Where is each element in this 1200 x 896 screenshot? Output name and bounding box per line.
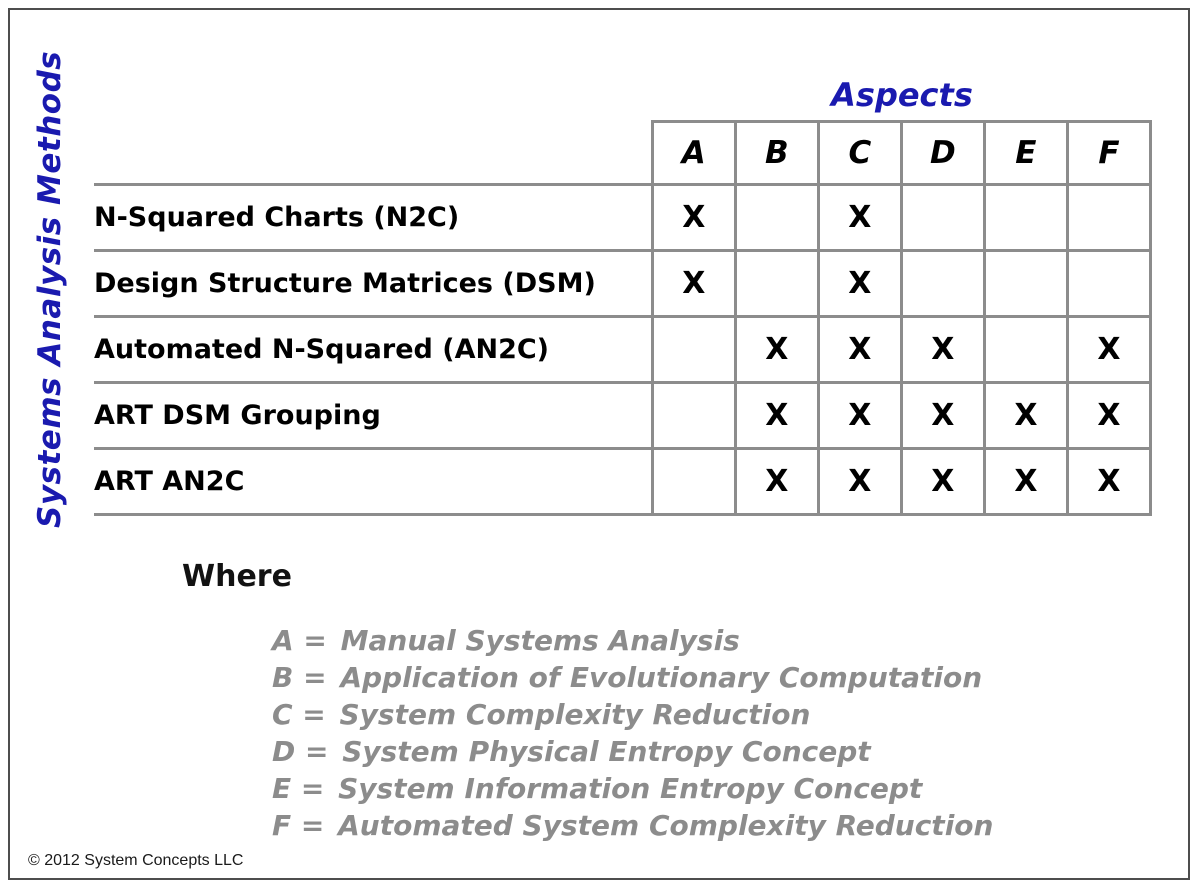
column-header-a: A (650, 120, 737, 186)
legend-item: D = System Physical Entropy Concept (272, 733, 1132, 770)
cell-mark (733, 183, 820, 252)
row-label: N-Squared Charts (N2C) (94, 183, 653, 252)
cell-mark (899, 183, 986, 252)
cell-mark (650, 315, 737, 384)
row-label: ART DSM Grouping (94, 381, 653, 450)
legend-text: Automated System Complexity Reduction (338, 809, 994, 842)
cell-mark: X (733, 381, 820, 450)
column-header-b: B (733, 120, 820, 186)
legend-list: A = Manual Systems Analysis B = Applicat… (272, 622, 1132, 844)
copyright-footer: © 2012 System Concepts LLC (28, 852, 244, 869)
where-heading: Where (182, 559, 292, 594)
cell-mark: X (899, 315, 986, 384)
column-header-c: C (816, 120, 903, 186)
cell-mark (1065, 249, 1153, 318)
table-row: ART AN2C X X X X X (94, 447, 1153, 516)
cell-mark: X (1065, 447, 1153, 516)
cell-mark (899, 249, 986, 318)
legend-text: Manual Systems Analysis (340, 624, 740, 657)
table-row: Automated N-Squared (AN2C) X X X X (94, 315, 1153, 384)
legend-text: System Information Entropy Concept (338, 772, 923, 805)
legend-key: F = (272, 809, 325, 842)
legend-item: E = System Information Entropy Concept (272, 770, 1132, 807)
cell-mark (982, 315, 1069, 384)
cell-mark (733, 249, 820, 318)
cell-mark: X (816, 249, 903, 318)
cell-mark: X (816, 447, 903, 516)
cell-mark: X (650, 249, 737, 318)
cell-mark: X (982, 447, 1069, 516)
cell-mark (982, 183, 1069, 252)
legend-key: A = (272, 624, 327, 657)
legend-item: A = Manual Systems Analysis (272, 622, 1132, 659)
cell-mark: X (982, 381, 1069, 450)
cell-mark: X (816, 381, 903, 450)
column-header-f: F (1065, 120, 1153, 186)
cell-mark: X (1065, 381, 1153, 450)
legend-text: Application of Evolutionary Computation (340, 661, 983, 694)
cell-mark: X (816, 183, 903, 252)
methods-aspects-matrix: A B C D E F N-Squared Charts (N2C) X X D… (94, 120, 1153, 516)
legend-text: System Complexity Reduction (339, 698, 811, 731)
table-row: Design Structure Matrices (DSM) X X (94, 249, 1153, 318)
cell-mark: X (650, 183, 737, 252)
legend-key: B = (272, 661, 327, 694)
legend-item: C = System Complexity Reduction (272, 696, 1132, 733)
row-label: Automated N-Squared (AN2C) (94, 315, 653, 384)
legend-item: B = Application of Evolutionary Computat… (272, 659, 1132, 696)
cell-mark (1065, 183, 1153, 252)
aspects-title: Aspects (831, 76, 973, 114)
legend-key: E = (272, 772, 325, 805)
cell-mark (982, 249, 1069, 318)
cell-mark: X (899, 381, 986, 450)
cell-mark: X (816, 315, 903, 384)
legend-item: F = Automated System Complexity Reductio… (272, 807, 1132, 844)
slide-frame: Systems Analysis Methods Aspects A B C D… (8, 8, 1190, 880)
row-label: ART AN2C (94, 447, 653, 516)
cell-mark: X (899, 447, 986, 516)
legend-text: System Physical Entropy Concept (342, 735, 871, 768)
cell-mark (650, 447, 737, 516)
table-row: ART DSM Grouping X X X X X (94, 381, 1153, 450)
y-axis-title: Systems Analysis Methods (32, 50, 68, 528)
cell-mark: X (1065, 315, 1153, 384)
cell-mark (650, 381, 737, 450)
matrix-corner-cell (94, 122, 652, 185)
table-row: N-Squared Charts (N2C) X X (94, 183, 1153, 252)
column-header-d: D (899, 120, 986, 186)
legend-key: D = (272, 735, 329, 768)
cell-mark: X (733, 315, 820, 384)
matrix-header-row: A B C D E F (94, 120, 1153, 186)
row-label: Design Structure Matrices (DSM) (94, 249, 653, 318)
legend-key: C = (272, 698, 326, 731)
cell-mark: X (733, 447, 820, 516)
column-header-e: E (982, 120, 1069, 186)
